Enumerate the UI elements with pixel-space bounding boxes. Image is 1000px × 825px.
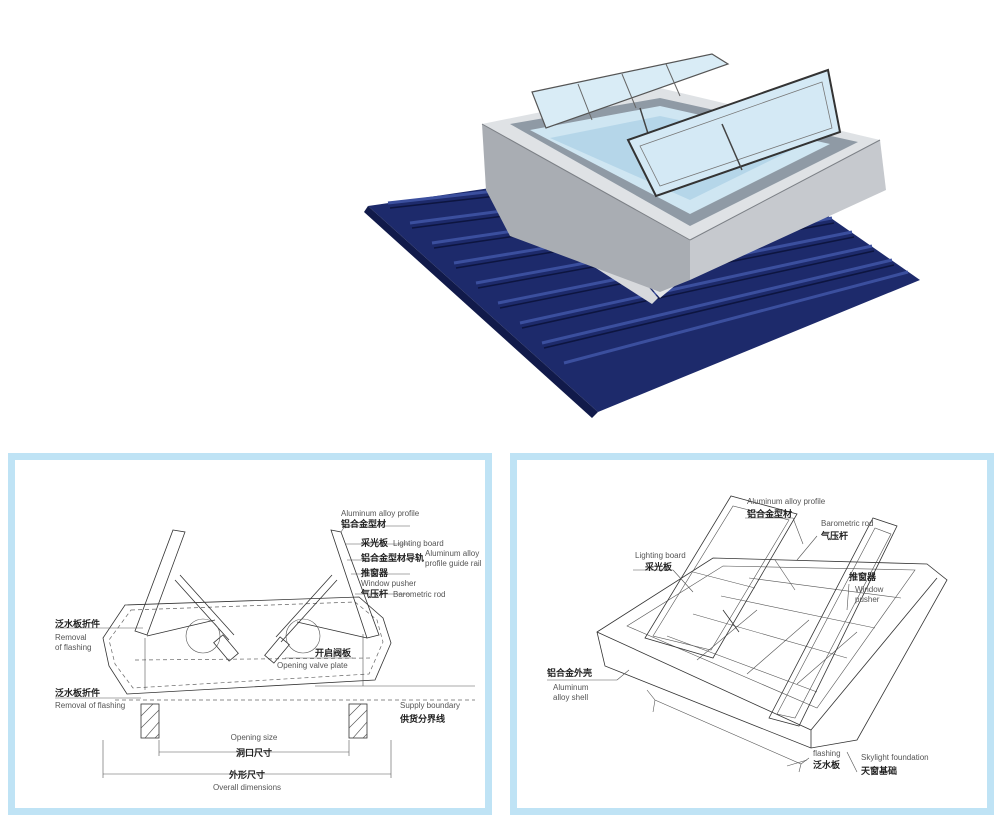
right-sash-assembly <box>264 529 380 664</box>
label-opening-size-en: Opening size <box>231 733 278 742</box>
dimension-lines <box>102 740 392 778</box>
label-aluminum-alloy-shell-en-1: Aluminum <box>553 683 589 692</box>
label-flashing-top-en-1: Removal <box>55 633 87 642</box>
label-flashing-bottom-cn: 泛水板折件 <box>55 687 100 698</box>
label-window-pusher-en-1: Window <box>855 585 884 594</box>
section-drawing-panel: Aluminum alloy profile 铝合金型材 采光板 Lightin… <box>8 453 492 815</box>
label-flashing-en: flashing <box>813 749 841 758</box>
label-barometric-rod-cn: 气压杆 <box>820 530 848 541</box>
housing-section <box>102 596 392 695</box>
label-guide-rail-en-2: profile guide rail <box>425 559 482 568</box>
label-aluminum-alloy-profile-cn: 铝合金型材 <box>341 518 386 529</box>
left-sash-assembly <box>134 529 239 662</box>
label-aluminum-alloy-shell-cn: 铝合金外壳 <box>547 667 592 678</box>
label-aluminum-alloy-profile-cn: 铝合金型材 <box>747 508 792 519</box>
label-aluminum-alloy-profile-en: Aluminum alloy profile <box>341 509 420 518</box>
foundation-piers <box>115 685 475 739</box>
label-overall-dimensions-en: Overall dimensions <box>213 783 281 792</box>
section-drawing-svg: Aluminum alloy profile 铝合金型材 采光板 Lightin… <box>55 509 482 792</box>
label-supply-boundary-cn: 供货分界线 <box>399 713 445 724</box>
glazing-frame <box>666 577 902 693</box>
label-flashing-top-cn: 泛水板折件 <box>55 618 100 629</box>
leader-lines-right <box>547 517 858 773</box>
label-flashing-cn: 泛水板 <box>813 759 841 770</box>
label-barometric-rod-en: Barometric rod <box>821 519 873 528</box>
label-guide-rail-en-1: Aluminum alloy <box>425 549 479 558</box>
skylight-shell-outline <box>596 557 948 773</box>
label-lighting-board-cn: 采光板 <box>360 537 389 548</box>
label-window-pusher-cn: 推窗器 <box>361 567 389 578</box>
label-aluminum-alloy-profile-en: Aluminum alloy profile <box>747 497 826 506</box>
right-open-sash-outline <box>768 517 898 727</box>
skylight-render-svg <box>364 53 920 418</box>
label-skylight-foundation-en: Skylight foundation <box>861 753 929 762</box>
label-window-pusher-en: Window pusher <box>361 579 416 588</box>
label-barometric-rod-cn: 气压杆 <box>360 588 388 599</box>
leader-lines <box>55 525 410 699</box>
left-open-sash-outline <box>644 495 798 659</box>
label-lighting-board-en: Lighting board <box>635 551 686 560</box>
label-overall-dimensions-cn: 外形尺寸 <box>228 769 265 780</box>
label-window-pusher-cn: 推窗器 <box>849 571 877 582</box>
isometric-drawing-svg: Aluminum alloy profile 铝合金型材 Barometric … <box>547 495 948 776</box>
label-barometric-rod-en: Barometric rod <box>393 590 445 599</box>
skylight-3d-render <box>360 40 920 420</box>
label-guide-rail-cn: 铝合金型材导轨 <box>361 552 424 563</box>
label-lighting-board-en: Lighting board <box>393 539 444 548</box>
label-flashing-top-en-2: of flashing <box>55 643 91 652</box>
right-open-sash <box>626 68 842 198</box>
label-window-pusher-en-2: pusher <box>855 595 880 604</box>
label-opening-valve-cn: 开启阀板 <box>315 647 352 658</box>
label-skylight-foundation-cn: 天窗基础 <box>861 765 897 776</box>
isometric-drawing-panel: Aluminum alloy profile 铝合金型材 Barometric … <box>510 453 994 815</box>
label-flashing-bottom-en: Removal of flashing <box>55 701 125 710</box>
label-lighting-board-cn: 采光板 <box>644 561 673 572</box>
label-opening-size-cn: 洞口尺寸 <box>236 747 272 758</box>
label-supply-boundary-en: Supply boundary <box>400 701 460 710</box>
label-aluminum-alloy-shell-en-2: alloy shell <box>553 693 588 702</box>
label-opening-valve-en: Opening valve plate <box>277 661 348 670</box>
